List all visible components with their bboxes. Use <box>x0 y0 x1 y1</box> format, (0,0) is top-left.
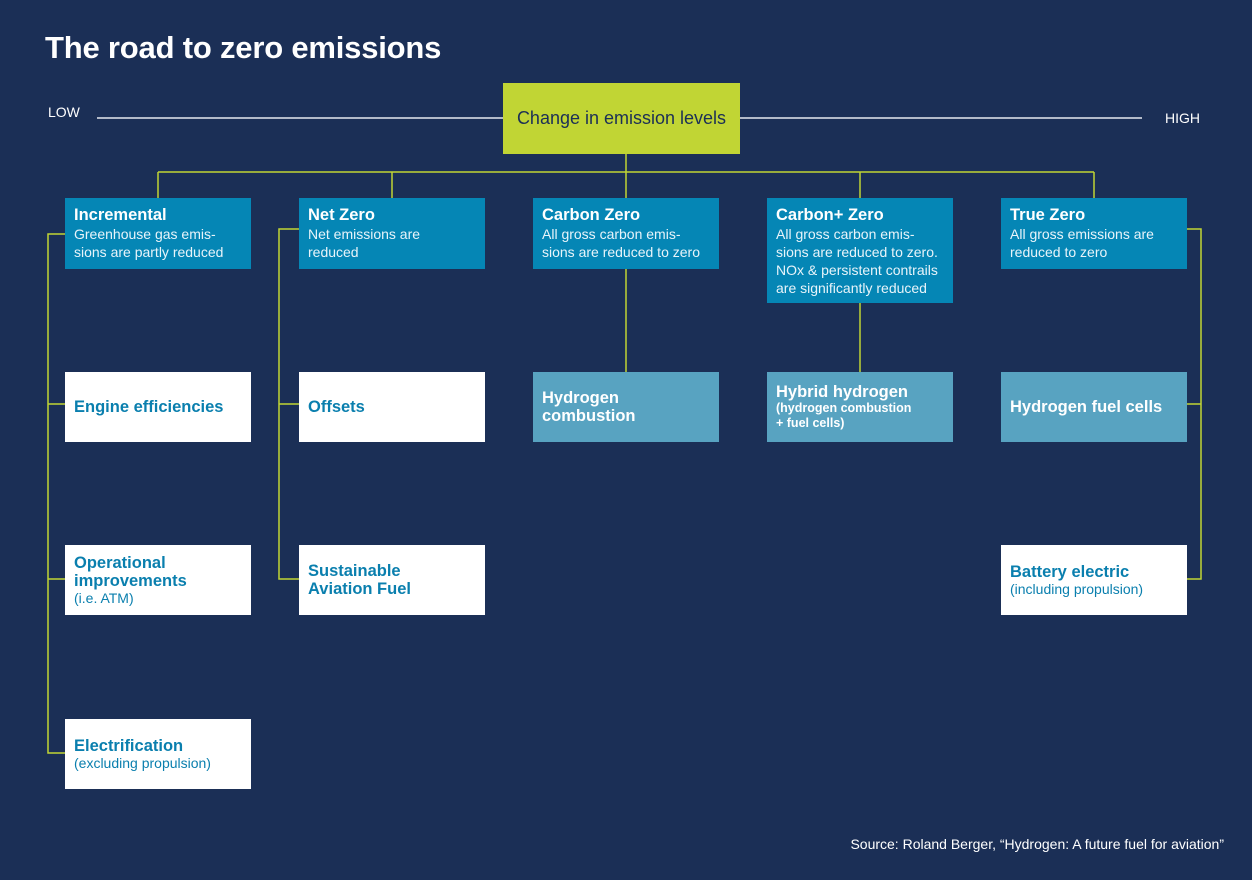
category-carbon-zero: Carbon Zero All gross carbon emis-sions … <box>533 198 719 269</box>
tech-battery-electric: Battery electric (including propulsion) <box>1001 545 1187 615</box>
true-zero-bracket <box>1187 228 1202 580</box>
scale-high-label: HIGH <box>1165 110 1200 126</box>
tech-title: Hybrid hydrogen <box>776 383 909 401</box>
category-title: Net Zero <box>308 206 375 224</box>
category-description: All gross carbon emis-sions are reduced … <box>542 226 700 260</box>
category-title: Carbon Zero <box>542 206 641 224</box>
tech-hydrogen-fuel-cells: Hydrogen fuel cells <box>1001 372 1187 442</box>
tech-title: Electrification <box>74 736 184 755</box>
tech-subtitle: (including propulsion) <box>1010 580 1144 597</box>
source-note: Source: Roland Berger, “Hydrogen: A futu… <box>850 836 1224 852</box>
emission-levels-header: Change in emission levels <box>503 83 740 154</box>
tech-offsets: Offsets <box>299 372 485 442</box>
tech-subtitle: (i.e. ATM) <box>74 589 134 606</box>
category-title: True Zero <box>1010 206 1086 224</box>
incremental-bracket <box>47 233 65 754</box>
tech-engine-efficiencies: Engine efficiencies <box>65 372 251 442</box>
category-description: Greenhouse gas emis-sions are partly red… <box>74 226 224 260</box>
net-zero-bracket <box>278 228 299 580</box>
tech-subtitle: (hydrogen combustion+ fuel cells) <box>776 401 912 430</box>
category-title: Carbon+ Zero <box>776 206 884 224</box>
tech-subtitle: (excluding propulsion) <box>74 754 211 771</box>
category-carbon-plus-zero: Carbon+ Zero All gross carbon emis-sions… <box>767 198 953 303</box>
tech-title: Engine efficiencies <box>74 398 224 416</box>
tech-hybrid-hydrogen: Hybrid hydrogen (hydrogen combustion+ fu… <box>767 372 953 442</box>
scale-low-label: LOW <box>48 104 80 120</box>
tech-title: Offsets <box>308 398 365 416</box>
page-title: The road to zero emissions <box>45 30 442 65</box>
tech-title: Battery electric <box>1010 562 1130 581</box>
category-title: Incremental <box>74 206 167 224</box>
tech-title: Hydrogen fuel cells <box>1010 398 1163 416</box>
category-description: All gross carbon emis-sions are reduced … <box>776 226 938 296</box>
category-incremental: Incremental Greenhouse gas emis-sions ar… <box>65 198 251 269</box>
tech-electrification: Electrification (excluding propulsion) <box>65 719 251 789</box>
